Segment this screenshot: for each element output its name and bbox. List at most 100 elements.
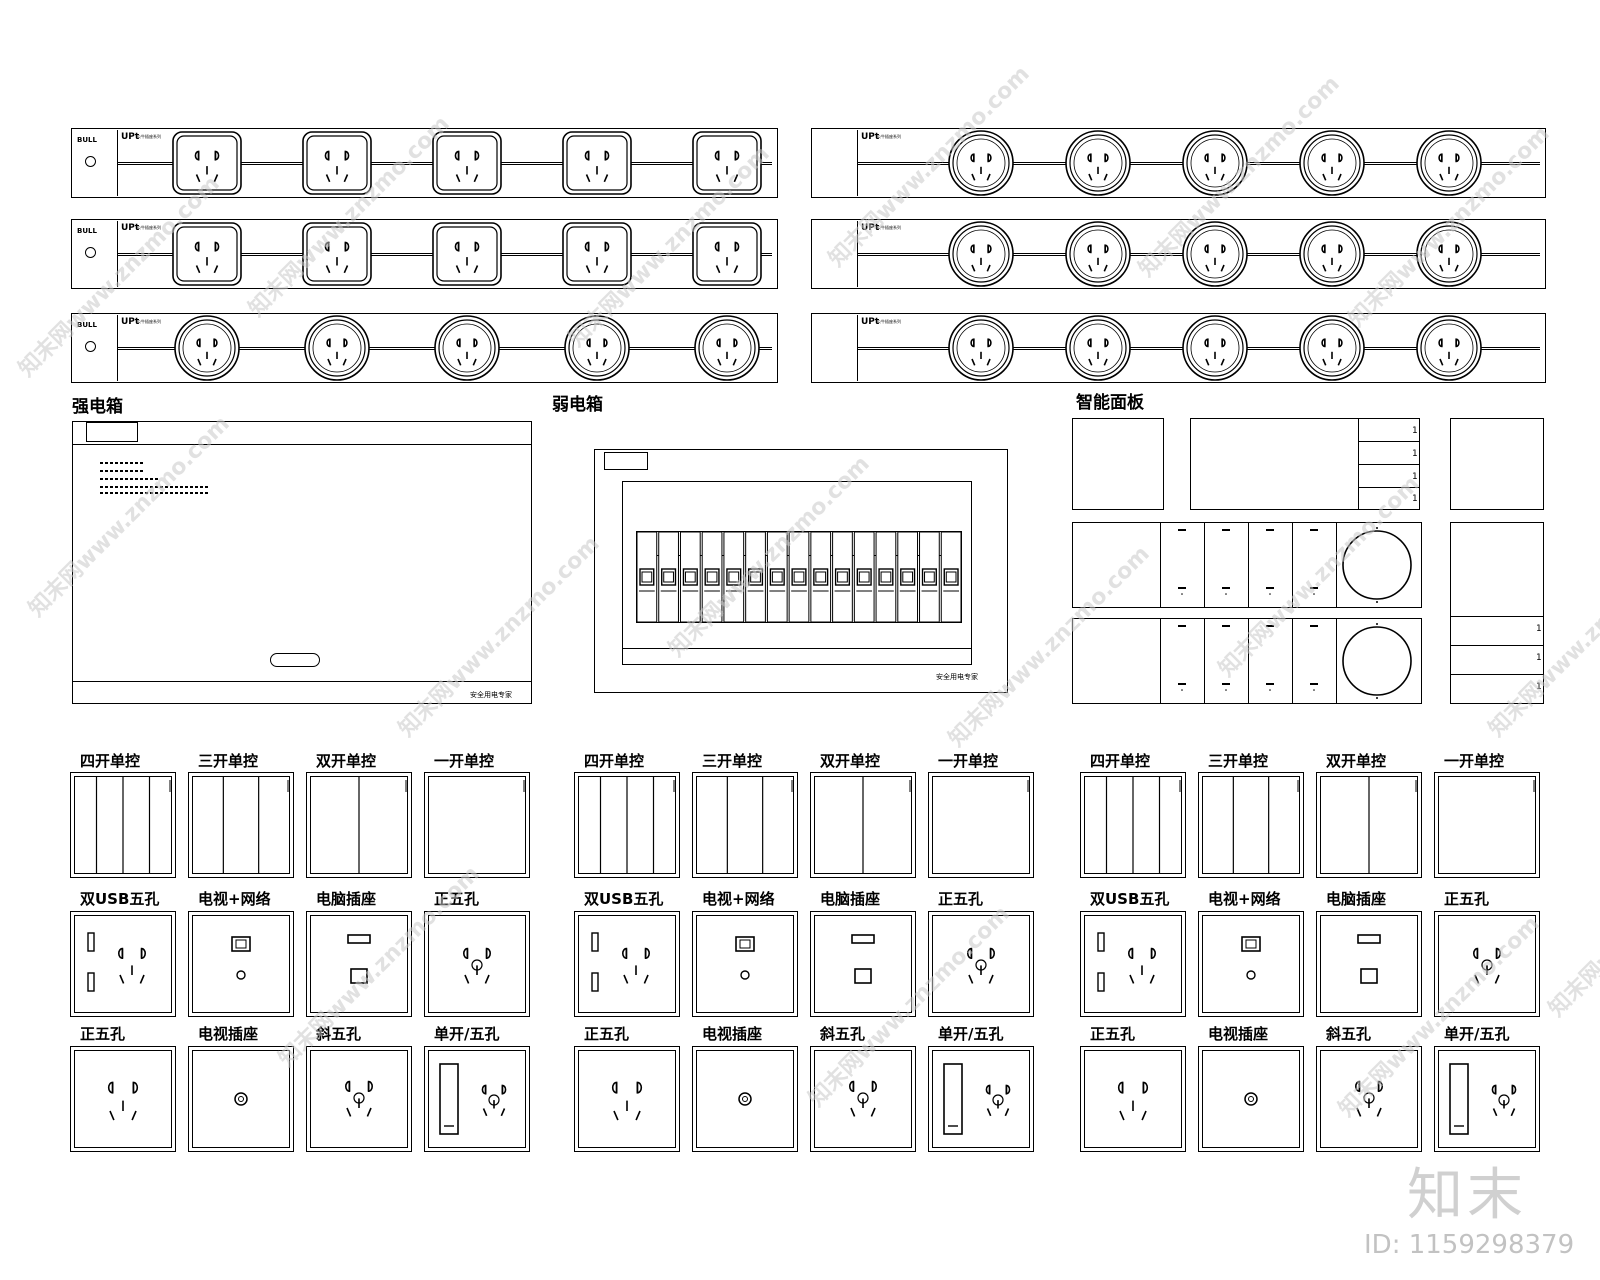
- socket-round-icon: [970, 244, 992, 272]
- strong-box-title: 强电箱: [72, 397, 123, 417]
- panel-label: 电脑插座: [316, 890, 377, 908]
- scene-num: 1: [1412, 472, 1418, 482]
- panel-label: 一开单控: [938, 752, 999, 770]
- usb-icon: [87, 932, 95, 952]
- usb-icon: [1357, 934, 1381, 944]
- socket-round-icon: [1321, 153, 1343, 181]
- weak-box-title: 弱电箱: [552, 395, 603, 415]
- watermark-id: ID: 1159298379: [1364, 1230, 1575, 1260]
- tv-port-icon: [234, 1092, 248, 1106]
- brand-upt: UPt: [121, 223, 140, 233]
- circuit-breaker-icon: [788, 531, 810, 623]
- network-port-icon: [1241, 936, 1261, 952]
- socket-five-hole-icon: [611, 1081, 643, 1121]
- circuit-breaker-icon: [658, 531, 679, 623]
- socket-round-icon: [1438, 153, 1460, 181]
- socket-round-icon: [1438, 244, 1460, 272]
- usb-icon: [87, 972, 95, 992]
- usb-icon: [851, 934, 875, 944]
- smart-blank-panel: [1072, 418, 1164, 510]
- panel-label: 电视+网络: [198, 890, 271, 908]
- brand-upt: UPt: [121, 317, 140, 327]
- panel-label: 正五孔: [938, 890, 984, 908]
- brand-sub: 公牛插座系列: [877, 134, 901, 139]
- tv-port-icon: [738, 1092, 752, 1106]
- socket-five-hole-icon: [967, 947, 995, 984]
- circuit-breaker-icon: [919, 531, 940, 623]
- panel-label: 双开单控: [316, 752, 377, 770]
- panel-label: 一开单控: [1444, 752, 1505, 770]
- circuit-breaker-icon: [723, 531, 745, 623]
- socket-round-icon: [1204, 338, 1226, 366]
- scene-num: 1: [1412, 426, 1418, 436]
- circuit-breaker-icon: [875, 531, 897, 623]
- socket-round-icon: [1087, 338, 1109, 366]
- panel-label: 正五孔: [434, 890, 480, 908]
- socket-round-icon: [196, 338, 218, 366]
- smart-mini-panel: [1450, 418, 1544, 510]
- panel-label: 一开单控: [434, 752, 495, 770]
- socket-panel: [188, 1046, 294, 1152]
- socket-five-hole-icon: [1473, 947, 1501, 984]
- socket-panel: [574, 911, 680, 1017]
- socket-panel: [1316, 911, 1422, 1017]
- wall-switch-panel: [1434, 772, 1540, 878]
- socket-square-icon: [324, 150, 350, 183]
- socket-round-icon: [1087, 153, 1109, 181]
- handle-slot: [270, 653, 320, 667]
- power-icon: [85, 156, 96, 167]
- circuit-breaker-icon: [679, 531, 701, 623]
- panel-label: 双开单控: [1326, 752, 1387, 770]
- panel-label: 正五孔: [1090, 1025, 1136, 1043]
- panel-label: 正五孔: [1444, 890, 1490, 908]
- strong-box-footer: 安全用电专家: [470, 691, 512, 699]
- panel-label: 电脑插座: [1326, 890, 1387, 908]
- panel-label: 三开单控: [198, 752, 259, 770]
- socket-round-icon: [1204, 153, 1226, 181]
- brand-sub: 公牛插座系列: [137, 134, 161, 139]
- network-port-icon: [854, 968, 872, 984]
- socket-five-hole-icon: [1128, 947, 1156, 984]
- socket-five-hole-icon: [463, 947, 491, 984]
- network-port-icon: [1360, 968, 1378, 984]
- socket-panel: [574, 1046, 680, 1152]
- brand-bull: BULL: [77, 136, 97, 144]
- circuit-breaker-icon: [636, 531, 658, 623]
- socket-round-icon: [1204, 244, 1226, 272]
- circuit-breaker-icon: [897, 531, 919, 623]
- panel-label: 双USB五孔: [80, 890, 160, 908]
- brand-bull: BULL: [77, 227, 97, 235]
- socket-square-icon: [584, 150, 610, 183]
- socket-panel: [1080, 911, 1186, 1017]
- brand-bull: BULL: [77, 321, 97, 329]
- panel-label: 电脑插座: [820, 890, 881, 908]
- rocker-switch-icon: [439, 1063, 459, 1135]
- socket-panel: [188, 911, 294, 1017]
- tv-port-icon: [1246, 970, 1256, 980]
- socket-panel: [810, 911, 916, 1017]
- network-port-icon: [231, 936, 251, 952]
- panel-label: 单开/五孔: [1444, 1025, 1510, 1043]
- wall-switch-panel: [188, 772, 294, 878]
- socket-panel: [306, 1046, 412, 1152]
- circuit-breaker-icon: [853, 531, 875, 623]
- panel-label: 四开单控: [1090, 752, 1151, 770]
- usb-icon: [591, 932, 599, 952]
- socket-five-hole-icon: [1491, 1084, 1517, 1117]
- panel-label: 斜五孔: [316, 1025, 362, 1043]
- power-icon: [85, 341, 96, 352]
- brand-sub: 公牛插座系列: [137, 225, 161, 230]
- socket-panel: [1198, 1046, 1304, 1152]
- smart-tall-panel: [1450, 522, 1544, 704]
- usb-icon: [1097, 932, 1105, 952]
- dotted-lines: [100, 462, 210, 494]
- socket-panel: [306, 911, 412, 1017]
- breaker-row: [636, 531, 962, 623]
- socket-round-icon: [970, 153, 992, 181]
- socket-round-icon: [716, 338, 738, 366]
- smart-dial-icon: [1342, 626, 1412, 696]
- brand-upt: UPt: [861, 317, 880, 327]
- socket-panel: [1434, 911, 1540, 1017]
- socket-slanted-icon: [345, 1080, 373, 1117]
- panel-label: 斜五孔: [820, 1025, 866, 1043]
